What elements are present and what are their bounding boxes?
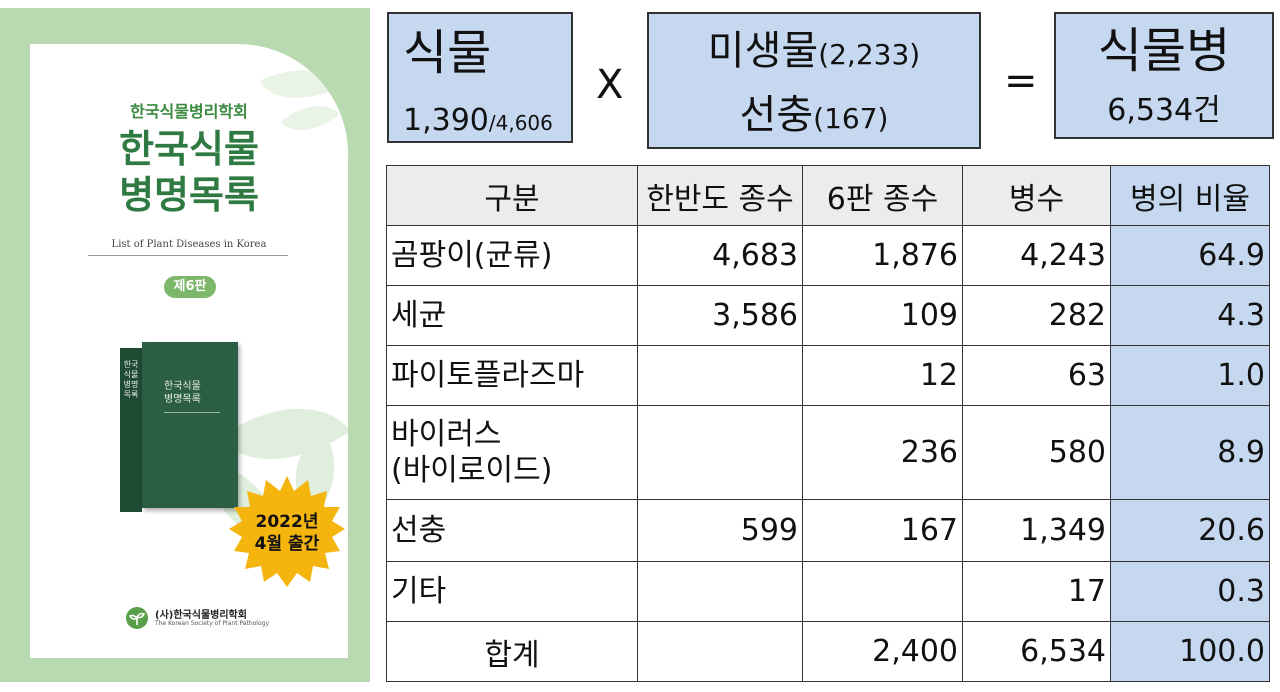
- book-cover-rule: [164, 412, 220, 413]
- category-line2: (바이로이드): [391, 452, 553, 488]
- peninsula-species-cell: [637, 621, 803, 682]
- table-row: 선충 599 167 1,349 20.6: [386, 499, 1270, 562]
- category-line1: 바이러스: [391, 416, 502, 452]
- peninsula-species-cell: 4,683: [637, 225, 803, 286]
- edition6-species-cell: 2,400: [802, 621, 963, 682]
- book-poster: 한국식물병리학회 한국식물 병명목록 List of Plant Disease…: [0, 8, 370, 682]
- table-row: 곰팡이(균류) 4,683 1,876 4,243 64.9: [386, 225, 1270, 286]
- society-logo-icon: [126, 607, 148, 629]
- disease-count-cell: 4,243: [962, 225, 1111, 286]
- table-row: 바이러스 (바이로이드) 236 580 8.9: [386, 405, 1270, 500]
- total-label-cell: 합계: [386, 621, 638, 682]
- release-month: 4월 출간: [254, 534, 320, 554]
- poster-title: 한국식물 병명목록: [30, 126, 348, 218]
- column-header: 6판 종수: [802, 165, 963, 226]
- category-cell: 바이러스 (바이로이드): [386, 405, 638, 500]
- disease-count-cell: 1,349: [962, 499, 1111, 562]
- peninsula-species-cell: [637, 561, 803, 622]
- disease-ratio-cell: 20.6: [1110, 499, 1270, 562]
- disease-count-cell: 63: [962, 345, 1111, 406]
- edition6-species-cell: [802, 561, 963, 622]
- disease-count-cell: 6,534: [962, 621, 1111, 682]
- table-header-row: 구분 한반도 종수 6판 종수 병수 병의 비율: [386, 165, 1270, 226]
- equals-operator: =: [1004, 58, 1038, 104]
- peninsula-species-cell: [637, 345, 803, 406]
- book-image: 한국식물병명목록 한국식물 병명목록: [120, 342, 240, 512]
- table-row: 기타 17 0.3: [386, 561, 1270, 622]
- release-year: 2022년: [255, 512, 319, 532]
- nematodes-line: 선충(167): [649, 92, 979, 142]
- peninsula-species-cell: [637, 405, 803, 500]
- disease-count-cell: 17: [962, 561, 1111, 622]
- microbes-label: 미생물: [707, 28, 819, 74]
- microbes-line: 미생물(2,233): [649, 28, 979, 78]
- column-header: 구분: [386, 165, 638, 226]
- peninsula-species-cell: 599: [637, 499, 803, 562]
- disease-ratio-cell: 8.9: [1110, 405, 1270, 500]
- category-cell: 곰팡이(균류): [386, 225, 638, 286]
- peninsula-species-cell: 3,586: [637, 285, 803, 346]
- poster-subtitle: List of Plant Diseases in Korea: [111, 239, 267, 250]
- edition6-species-cell: 12: [802, 345, 963, 406]
- disease-ratio-cell: 0.3: [1110, 561, 1270, 622]
- disease-ratio-cell: 4.3: [1110, 285, 1270, 346]
- poster-card: 한국식물병리학회 한국식물 병명목록 List of Plant Disease…: [30, 44, 348, 658]
- poster-title-line1: 한국식물: [119, 126, 259, 171]
- plants-count: 1,390/4,606: [403, 104, 553, 140]
- disease-statistics-table: 구분 한반도 종수 6판 종수 병수 병의 비율 곰팡이(균류) 4,683 1…: [386, 165, 1270, 682]
- society-name-top: 한국식물병리학회: [130, 102, 248, 121]
- pathogens-box: 미생물(2,233) 선충(167): [647, 12, 981, 149]
- column-header: 병수: [962, 165, 1111, 226]
- book-spine-text: 한국식물병명목록: [123, 360, 139, 399]
- category-cell: 기타: [386, 561, 638, 622]
- poster-title-line2: 병명목록: [119, 172, 259, 217]
- nematodes-count: (167): [813, 102, 889, 135]
- table-total-row: 합계 2,400 6,534 100.0: [386, 621, 1270, 682]
- edition6-species-cell: 109: [802, 285, 963, 346]
- category-cell: 선충: [386, 499, 638, 562]
- edition6-species-cell: 167: [802, 499, 963, 562]
- plants-box: 식물 1,390/4,606: [387, 12, 573, 143]
- edition-badge: 제6판: [164, 276, 216, 298]
- edition6-species-cell: 236: [802, 405, 963, 500]
- plants-label: 식물: [403, 25, 492, 81]
- society-name-bottom: (사)한국식물병리학회: [155, 610, 247, 621]
- disease-ratio-cell: 1.0: [1110, 345, 1270, 406]
- book-cover-line2: 병명목록: [164, 394, 201, 405]
- nematodes-label: 선충: [739, 92, 814, 138]
- edition6-species-cell: 1,876: [802, 225, 963, 286]
- disease-ratio-cell: 100.0: [1110, 621, 1270, 682]
- diseases-label: 식물병: [1097, 23, 1231, 79]
- disease-ratio-cell: 64.9: [1110, 225, 1270, 286]
- plants-total: /4,606: [488, 111, 553, 135]
- book-cover-title: 한국식물 병명목록: [164, 380, 201, 406]
- category-cell: 파이토플라즈마: [386, 345, 638, 406]
- release-date: 2022년 4월 출간: [228, 474, 346, 592]
- column-header: 병의 비율: [1110, 165, 1270, 226]
- multiply-operator: X: [596, 62, 624, 108]
- starburst-badge: [229, 476, 345, 587]
- divider: [88, 255, 288, 256]
- diseases-count: 6,534건: [1107, 93, 1221, 128]
- column-header: 한반도 종수: [637, 165, 803, 226]
- book-cover: 한국식물 병명목록: [142, 342, 238, 508]
- category-cell: 세균: [386, 285, 638, 346]
- table-row: 세균 3,586 109 282 4.3: [386, 285, 1270, 346]
- plants-count-value: 1,390: [403, 103, 489, 138]
- society-name-english: The Korean Society of Plant Pathology: [155, 620, 269, 627]
- table-row: 파이토플라즈마 12 63 1.0: [386, 345, 1270, 406]
- diseases-box: 식물병 6,534건: [1054, 12, 1274, 139]
- book-spine: 한국식물병명목록: [120, 348, 142, 512]
- disease-count-cell: 282: [962, 285, 1111, 346]
- disease-count-cell: 580: [962, 405, 1111, 500]
- book-cover-line1: 한국식물: [164, 381, 201, 392]
- microbes-count: (2,233): [818, 38, 921, 71]
